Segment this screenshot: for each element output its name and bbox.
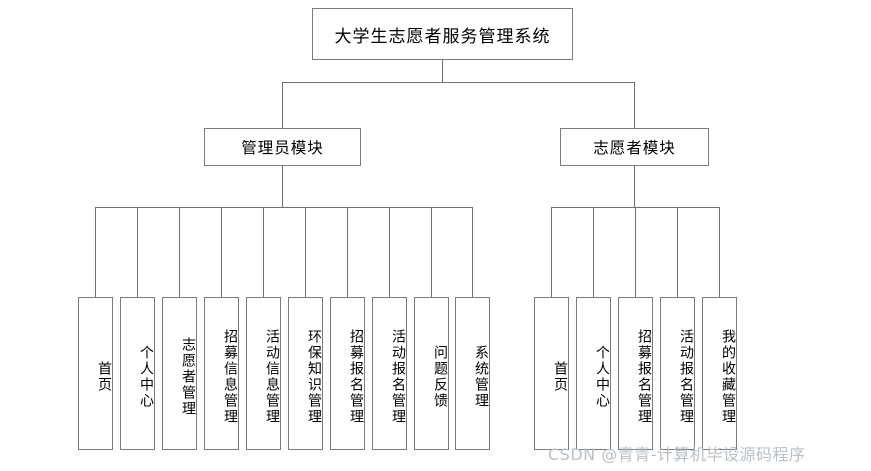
leaf-node-volunteer-5[interactable]: 我的收藏管理 xyxy=(702,297,737,450)
csdn-watermark: CSDN @青青-计算机毕设源码程序 xyxy=(548,445,806,464)
leaf-node-admin-6-label: 环保知识管理 xyxy=(306,328,322,425)
module-node-admin-label: 管理员模块 xyxy=(241,139,324,157)
connector-admin-leaf-drop-8 xyxy=(389,207,390,297)
leaf-node-admin-10[interactable]: 系统管理 xyxy=(455,297,490,450)
connector-volunteer-leaf-drop-2 xyxy=(593,207,594,297)
connector-volunteer-leaf-drop-4 xyxy=(677,207,678,297)
connector-admin-leaf-drop-5 xyxy=(263,207,264,297)
leaf-node-admin-7-label: 招募报名管理 xyxy=(348,328,364,425)
leaf-node-volunteer-5-label: 我的收藏管理 xyxy=(720,328,736,425)
connector-root-stem xyxy=(442,60,443,82)
module-node-admin[interactable]: 管理员模块 xyxy=(204,128,361,166)
leaf-node-admin-9[interactable]: 问题反馈 xyxy=(414,297,449,450)
leaf-node-admin-7[interactable]: 招募报名管理 xyxy=(330,297,365,450)
leaf-node-volunteer-4[interactable]: 活动报名管理 xyxy=(660,297,695,450)
leaf-node-volunteer-2-label: 个人中心 xyxy=(594,344,610,409)
connector-volunteer-leaf-drop-3 xyxy=(635,207,636,297)
leaf-node-admin-3-label: 志愿者管理 xyxy=(180,336,196,417)
leaf-node-volunteer-4-label: 活动报名管理 xyxy=(678,328,694,425)
leaf-node-admin-8[interactable]: 活动报名管理 xyxy=(372,297,407,450)
leaf-node-admin-8-label: 活动报名管理 xyxy=(390,328,406,425)
connector-admin-leaf-drop-7 xyxy=(347,207,348,297)
connector-admin-leaf-drop-10 xyxy=(472,207,473,297)
module-node-volunteer-label: 志愿者模块 xyxy=(593,139,676,157)
connector-admin-stem xyxy=(282,166,283,207)
connector-admin-leaf-bus xyxy=(95,207,472,208)
leaf-node-admin-10-label: 系统管理 xyxy=(473,344,489,409)
connector-volunteer-leaf-drop-1 xyxy=(551,207,552,297)
root-node-label: 大学生志愿者服务管理系统 xyxy=(334,26,551,47)
leaf-node-volunteer-3[interactable]: 招募报名管理 xyxy=(618,297,653,450)
leaf-node-admin-5-label: 活动信息管理 xyxy=(264,328,280,425)
connector-admin-leaf-drop-6 xyxy=(305,207,306,297)
leaf-node-volunteer-1[interactable]: 首页 xyxy=(534,297,569,450)
connector-volunteer-leaf-drop-5 xyxy=(719,207,720,297)
connector-volunteer-drop xyxy=(634,82,635,128)
connector-admin-drop xyxy=(282,82,283,128)
connector-admin-leaf-drop-4 xyxy=(221,207,222,297)
leaf-node-volunteer-3-label: 招募报名管理 xyxy=(636,328,652,425)
leaf-node-admin-6[interactable]: 环保知识管理 xyxy=(288,297,323,450)
leaf-node-admin-4-label: 招募信息管理 xyxy=(222,328,238,425)
leaf-node-admin-3[interactable]: 志愿者管理 xyxy=(162,297,197,450)
root-node-system[interactable]: 大学生志愿者服务管理系统 xyxy=(312,8,573,60)
leaf-node-admin-2[interactable]: 个人中心 xyxy=(120,297,155,450)
leaf-node-admin-1-label: 首页 xyxy=(96,360,112,393)
module-node-volunteer[interactable]: 志愿者模块 xyxy=(560,128,709,166)
connector-volunteer-stem xyxy=(634,166,635,207)
leaf-node-admin-2-label: 个人中心 xyxy=(138,344,154,409)
leaf-node-volunteer-1-label: 首页 xyxy=(552,360,568,393)
leaf-node-admin-5[interactable]: 活动信息管理 xyxy=(246,297,281,450)
connector-admin-leaf-drop-3 xyxy=(179,207,180,297)
connector-admin-leaf-drop-9 xyxy=(431,207,432,297)
leaf-node-volunteer-2[interactable]: 个人中心 xyxy=(576,297,611,450)
leaf-node-admin-9-label: 问题反馈 xyxy=(432,344,448,409)
leaf-node-admin-4[interactable]: 招募信息管理 xyxy=(204,297,239,450)
leaf-node-admin-1[interactable]: 首页 xyxy=(78,297,113,450)
connector-admin-leaf-drop-2 xyxy=(137,207,138,297)
connector-level1-bus xyxy=(282,82,635,83)
connector-admin-leaf-drop-1 xyxy=(95,207,96,297)
